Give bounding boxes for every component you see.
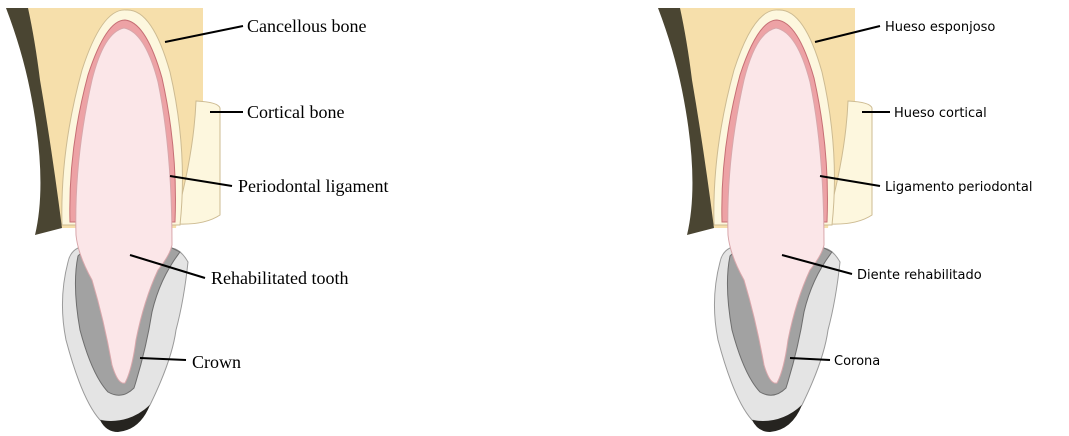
label-cortical-bone: Cortical bone bbox=[247, 102, 344, 122]
label-corona: Corona bbox=[834, 354, 880, 369]
label-periodontal-ligament: Periodontal ligament bbox=[238, 176, 388, 196]
label-hueso-esponjoso: Hueso esponjoso bbox=[885, 20, 995, 35]
label-ligamento-periodontal: Ligamento periodontal bbox=[885, 180, 1032, 195]
panel-spanish: Hueso esponjoso Hueso cortical Ligamento… bbox=[658, 8, 1032, 432]
label-cancellous-bone: Cancellous bone bbox=[247, 16, 366, 36]
label-hueso-cortical: Hueso cortical bbox=[894, 106, 987, 121]
label-diente-rehabilitado: Diente rehabilitado bbox=[857, 268, 982, 283]
panel-english: Cancellous bone Cortical bone Periodonta… bbox=[6, 8, 388, 432]
label-crown: Crown bbox=[192, 352, 241, 372]
label-rehabilitated-tooth: Rehabilitated tooth bbox=[211, 268, 348, 288]
